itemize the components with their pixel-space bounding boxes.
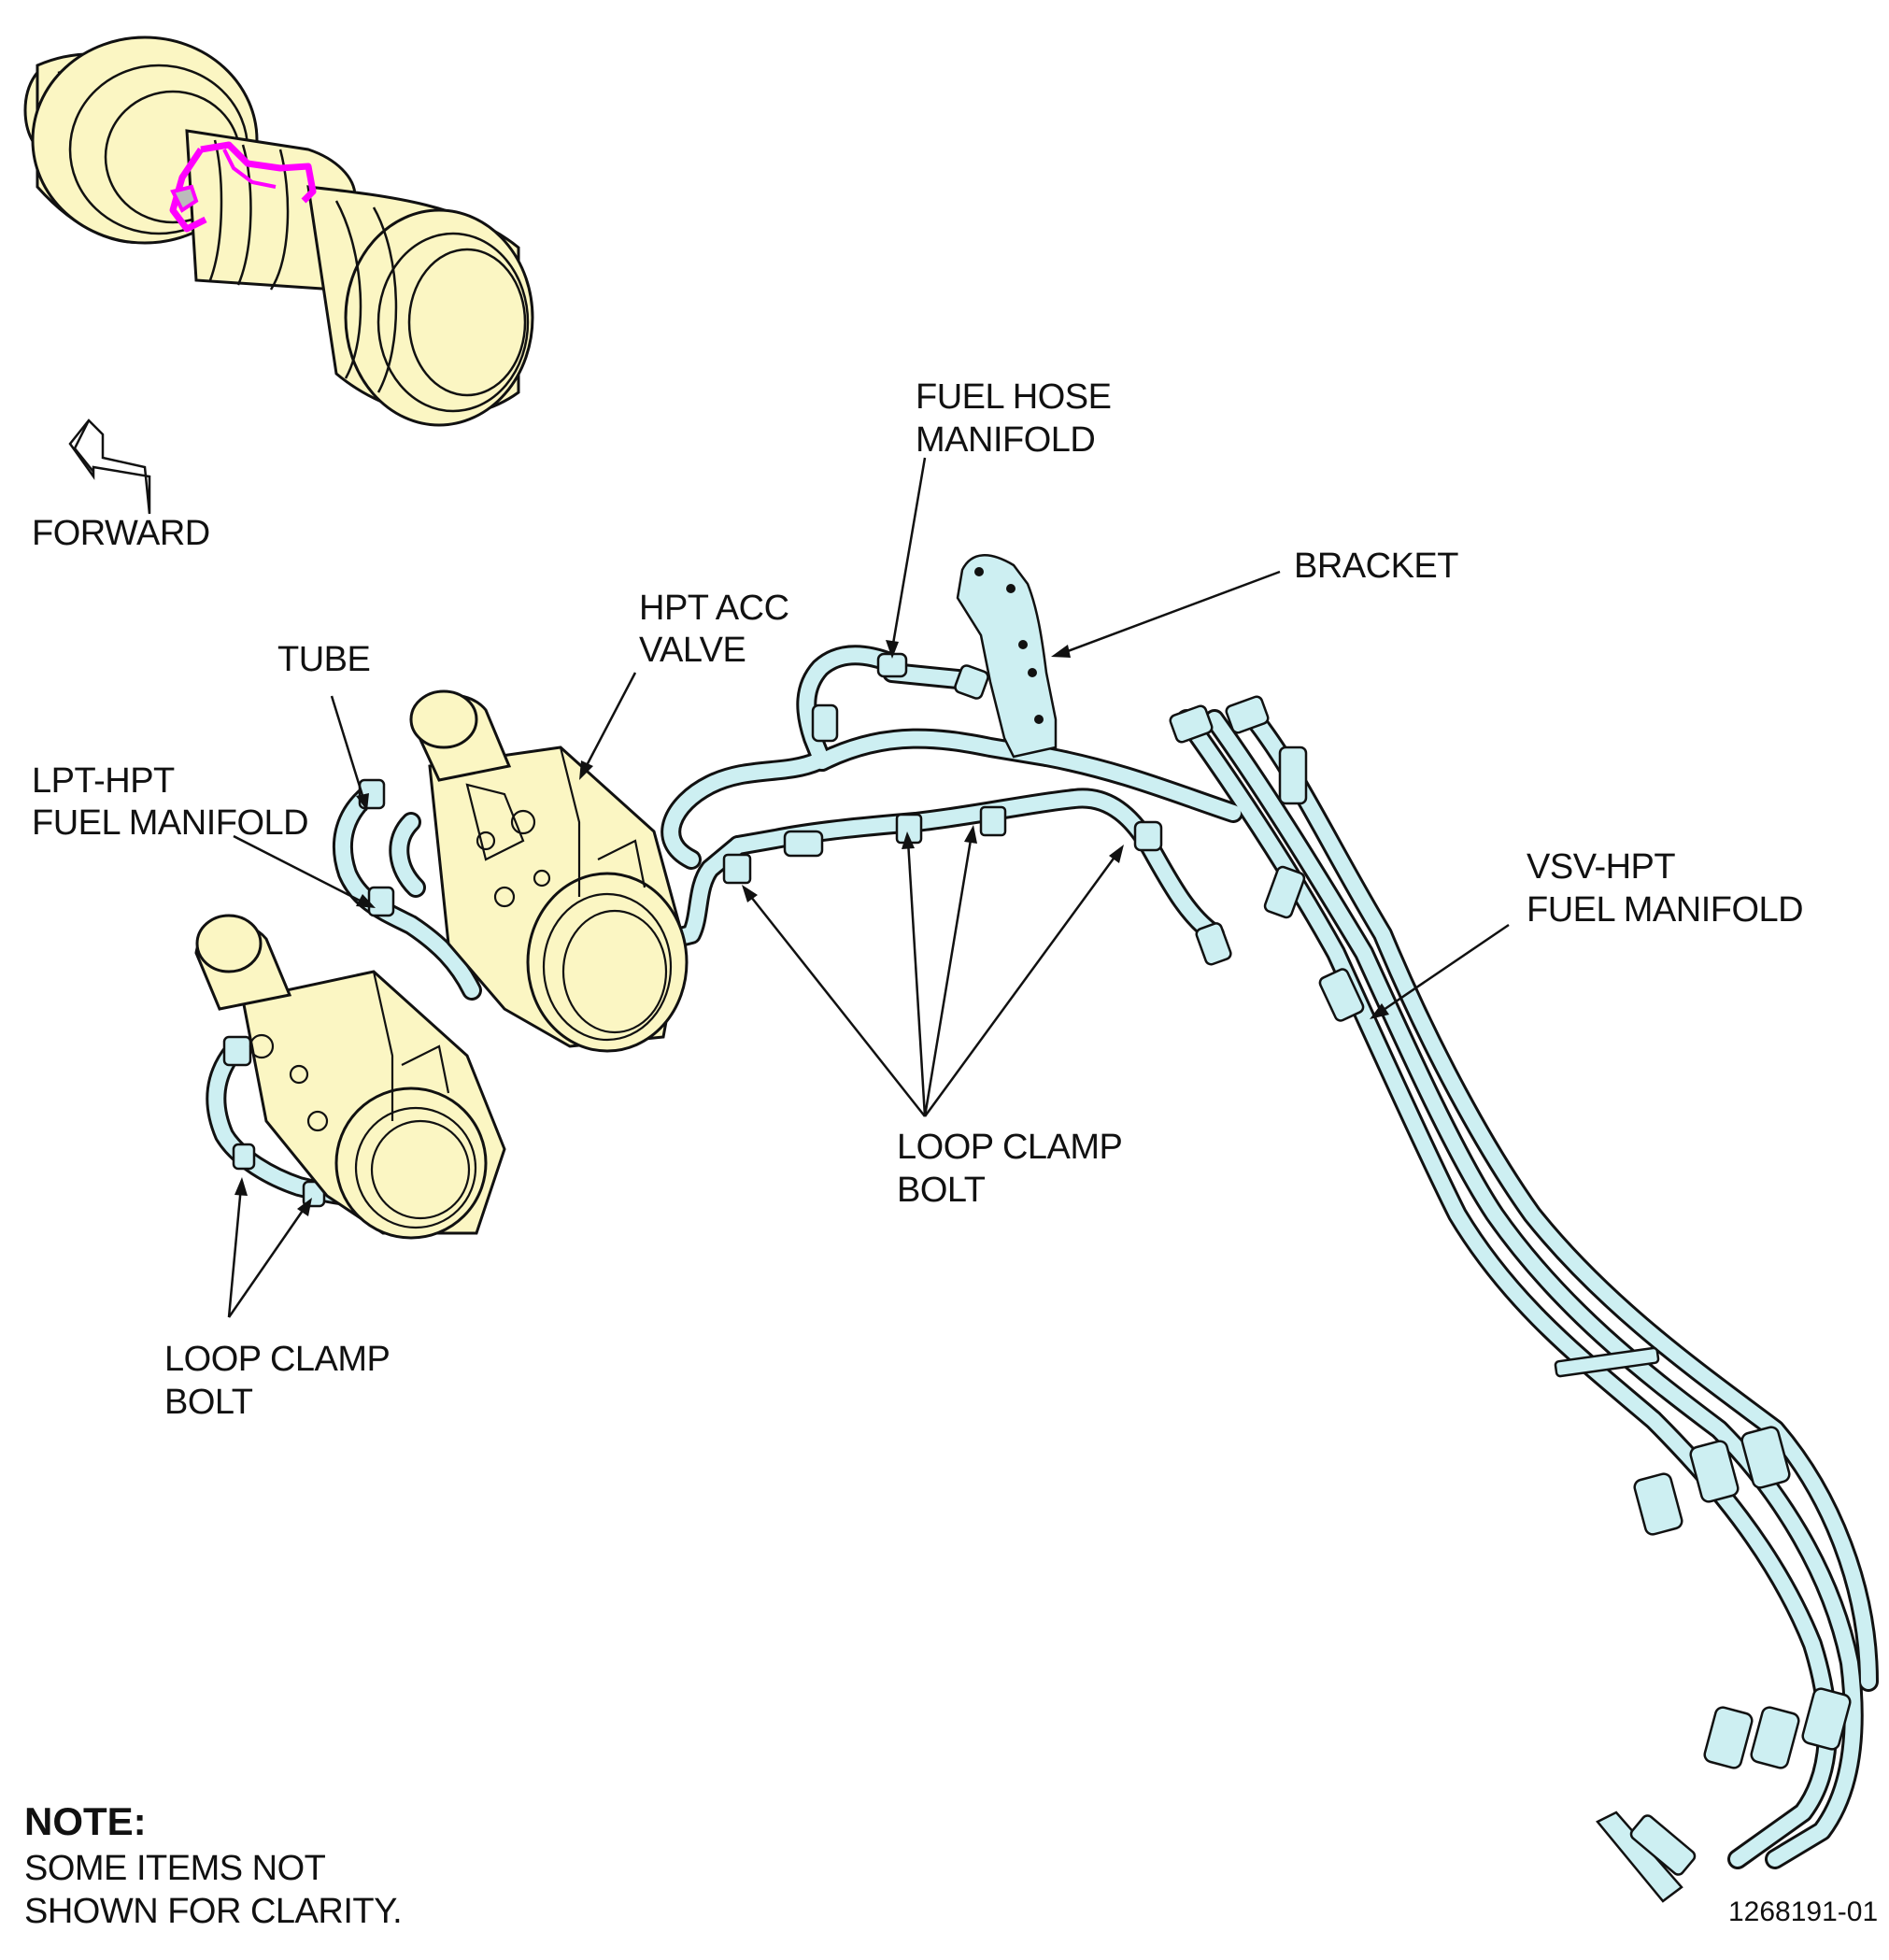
figure-number: 1268191-01 xyxy=(1728,1896,1878,1927)
note-heading: NOTE: xyxy=(24,1799,147,1843)
hpt-acc-valve-upper xyxy=(409,689,689,1053)
fuel-hose-manifold-label: FUEL HOSE MANIFOLD xyxy=(916,377,1121,460)
lpt-hpt-fuel-manifold-label: LPT-HPT FUEL MANIFOLD xyxy=(32,761,308,843)
tube-label: TUBE xyxy=(277,640,370,679)
bracket-part xyxy=(956,554,1058,759)
loop-clamp-bolt-left-label: LOOP CLAMP BOLT xyxy=(164,1340,399,1422)
forward-arrow-icon xyxy=(68,419,151,515)
engine-locator-view xyxy=(23,36,534,427)
bracket-label: BRACKET xyxy=(1294,547,1458,586)
hpt-acc-valve-lower xyxy=(194,914,506,1240)
loop-clamp-bolt-center-label: LOOP CLAMP BOLT xyxy=(897,1128,1131,1210)
forward-label: FORWARD xyxy=(32,514,210,553)
note-text: SOME ITEMS NOT SHOWN FOR CLARITY. xyxy=(24,1849,402,1931)
manifold-location-highlight xyxy=(169,141,317,233)
leader-lines xyxy=(227,457,1510,1318)
tubing xyxy=(206,645,1879,1869)
hpt-acc-valve-label: HPT ACC VALVE xyxy=(639,589,799,670)
vsv-hpt-fuel-manifold-label: VSV-HPT FUEL MANIFOLD xyxy=(1527,847,1803,930)
